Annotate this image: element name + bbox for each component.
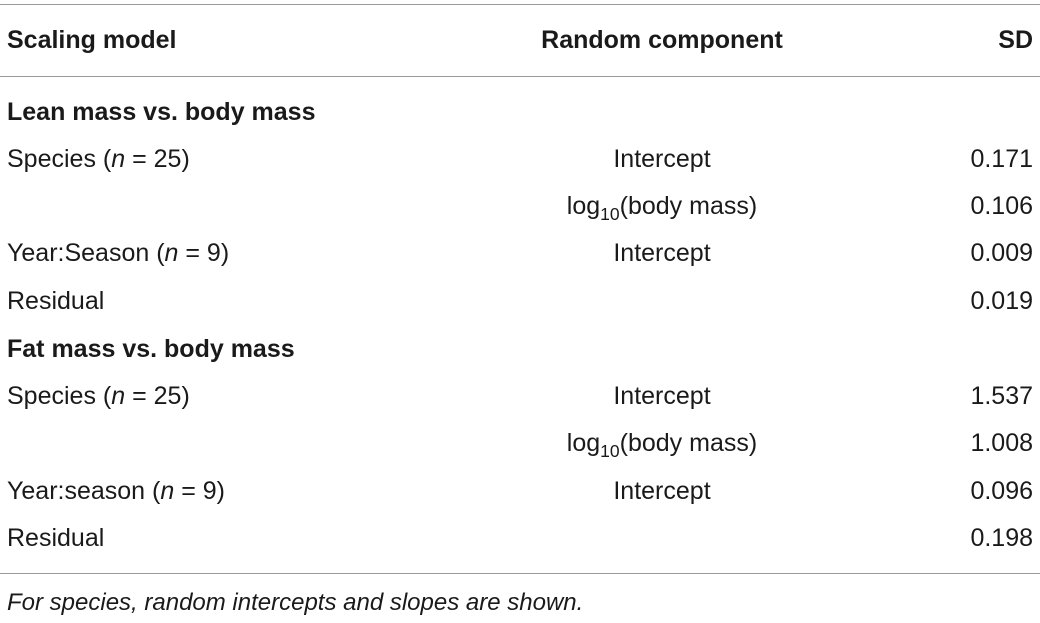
header-row: Scaling model Random component SD [0, 17, 1040, 64]
table-row: log10(body mass) 1.008 [0, 420, 1040, 467]
sd-cell: 0.009 [970, 239, 1033, 267]
bottom-rule [0, 573, 1040, 574]
sd-cell: 1.537 [970, 382, 1033, 410]
random-component-cell: Intercept [613, 477, 711, 505]
table-footnote: For species, random intercepts and slope… [7, 589, 584, 616]
sd-cell: 0.106 [970, 192, 1033, 220]
sd-cell: 0.096 [970, 477, 1033, 505]
scaling-model-cell: Year:season (n = 9) [7, 477, 225, 505]
scaling-model-cell: Species (n = 25) [7, 382, 190, 410]
sd-cell: 1.008 [970, 429, 1033, 457]
section-title-lean-mass: Lean mass vs. body mass [0, 89, 1040, 136]
section-title: Lean mass vs. body mass [7, 98, 316, 126]
table-row: Residual 0.019 [0, 278, 1040, 325]
sd-cell: 0.019 [970, 287, 1033, 315]
header-sd: SD [998, 26, 1033, 54]
random-component-cell: log10(body mass) [566, 429, 758, 461]
sd-cell: 0.171 [970, 145, 1033, 173]
random-component-cell: Intercept [613, 239, 711, 267]
random-component-cell: Intercept [613, 145, 711, 173]
table-row: log10(body mass) 0.106 [0, 183, 1040, 230]
section-title: Fat mass vs. body mass [7, 335, 295, 363]
table-row: Species (n = 25) Intercept 1.537 [0, 373, 1040, 420]
scaling-model-cell: Species (n = 25) [7, 145, 190, 173]
header-random-component: Random component [541, 26, 783, 54]
table-row: Residual 0.198 [0, 515, 1040, 562]
random-component-cell: log10(body mass) [566, 192, 758, 224]
table-row: Year:season (n = 9) Intercept 0.096 [0, 468, 1040, 515]
table-row: Species (n = 25) Intercept 0.171 [0, 136, 1040, 183]
scaling-model-cell: Residual [7, 287, 105, 315]
scaling-model-cell: Residual [7, 524, 105, 552]
section-title-fat-mass: Fat mass vs. body mass [0, 326, 1040, 373]
header-scaling-model: Scaling model [7, 26, 177, 54]
scaling-model-cell: Year:Season (n = 9) [7, 239, 230, 267]
sd-cell: 0.198 [970, 524, 1033, 552]
top-rule [0, 4, 1040, 5]
table-row: Year:Season (n = 9) Intercept 0.009 [0, 230, 1040, 277]
header-rule [0, 76, 1040, 77]
random-component-cell: Intercept [613, 382, 711, 410]
